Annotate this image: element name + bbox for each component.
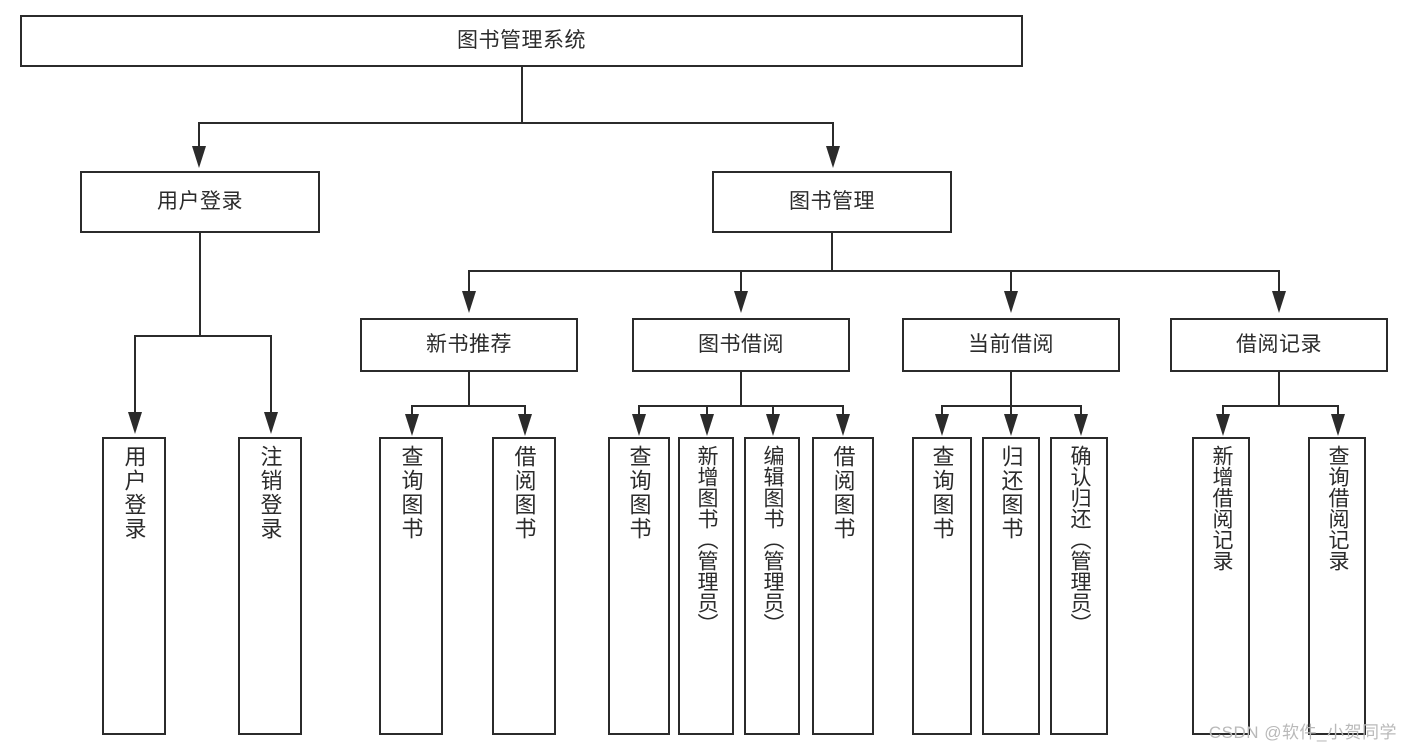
node-leaf-confirm-return[interactable]: 确认归还（管理员）: [1050, 437, 1108, 735]
node-leaf-query-book-3-label: 查询图书: [929, 445, 955, 541]
node-leaf-query-book-2[interactable]: 查询图书: [608, 437, 670, 735]
node-borrow-record[interactable]: 借阅记录: [1170, 318, 1388, 372]
arrowhead-leaf-borrow-book-2: [836, 414, 850, 436]
connector-root-stem: [521, 67, 523, 123]
arrowhead-user-login: [192, 146, 206, 168]
connector-borrow-leaf4: [842, 405, 844, 415]
node-new-book-recommend[interactable]: 新书推荐: [360, 318, 578, 372]
node-current-borrow[interactable]: 当前借阅: [902, 318, 1120, 372]
connector-borrow-leaf1: [638, 405, 640, 415]
node-current-borrow-label: 当前借阅: [968, 332, 1054, 356]
node-new-book-recommend-label: 新书推荐: [426, 332, 512, 356]
node-leaf-query-record-label: 查询借阅记录: [1326, 445, 1350, 571]
connector-book-manage-bar: [468, 270, 1280, 272]
connector-bm-to-current: [1010, 270, 1012, 292]
node-leaf-edit-book[interactable]: 编辑图书（管理员）: [744, 437, 800, 735]
node-leaf-borrow-book-1-label: 借阅图书: [511, 445, 537, 541]
connector-current-leaf1: [941, 405, 943, 415]
node-book-borrow-label: 图书借阅: [698, 332, 784, 356]
node-book-borrow[interactable]: 图书借阅: [632, 318, 850, 372]
connector-recommend-leaf1: [411, 405, 413, 415]
arrowhead-book-manage: [826, 146, 840, 168]
node-leaf-confirm-return-label: 确认归还（管理员）: [1068, 445, 1092, 634]
arrowhead-current-borrow: [1004, 291, 1018, 313]
node-borrow-record-label: 借阅记录: [1236, 332, 1322, 356]
node-leaf-user-logout[interactable]: 注销登录: [238, 437, 302, 735]
connector-recommend-leaf2: [524, 405, 526, 415]
arrowhead-leaf-user-login: [128, 412, 142, 434]
connector-record-stem: [1278, 372, 1280, 406]
connector-current-leaf2: [1010, 405, 1012, 415]
arrowhead-leaf-add-record: [1216, 414, 1230, 436]
node-leaf-borrow-book-2-label: 借阅图书: [830, 445, 856, 541]
connector-borrow-bar: [638, 405, 844, 407]
connector-bm-to-recommend: [468, 270, 470, 292]
node-leaf-add-book-label: 新增图书（管理员）: [695, 445, 719, 634]
connector-bm-to-borrow: [740, 270, 742, 292]
arrowhead-leaf-query-book-2: [632, 414, 646, 436]
node-leaf-user-logout-label: 注销登录: [257, 445, 283, 541]
arrowhead-book-borrow: [734, 291, 748, 313]
node-leaf-return-book-label: 归还图书: [998, 445, 1024, 541]
node-root-system[interactable]: 图书管理系统: [20, 15, 1023, 67]
connector-user-login-stem: [199, 233, 201, 336]
node-book-manage[interactable]: 图书管理: [712, 171, 952, 233]
connector-borrow-leaf2: [706, 405, 708, 415]
node-leaf-return-book[interactable]: 归还图书: [982, 437, 1040, 735]
node-leaf-add-book[interactable]: 新增图书（管理员）: [678, 437, 734, 735]
node-leaf-query-book-1[interactable]: 查询图书: [379, 437, 443, 735]
arrowhead-leaf-return-book: [1004, 414, 1018, 436]
node-leaf-query-record[interactable]: 查询借阅记录: [1308, 437, 1366, 735]
node-leaf-query-book-3[interactable]: 查询图书: [912, 437, 972, 735]
connector-user-login-leaf1: [134, 335, 136, 413]
connector-recommend-stem: [468, 372, 470, 406]
node-user-login-label: 用户登录: [157, 189, 243, 213]
arrowhead-leaf-user-logout: [264, 412, 278, 434]
arrowhead-borrow-record: [1272, 291, 1286, 313]
node-leaf-user-login-label: 用户登录: [121, 445, 147, 541]
arrowhead-leaf-query-book-3: [935, 414, 949, 436]
connector-user-login-bar: [134, 335, 271, 337]
node-leaf-add-record[interactable]: 新增借阅记录: [1192, 437, 1250, 735]
node-leaf-borrow-book-2[interactable]: 借阅图书: [812, 437, 874, 735]
node-book-manage-label: 图书管理: [789, 189, 875, 213]
connector-recommend-bar: [411, 405, 526, 407]
arrowhead-leaf-edit-book: [766, 414, 780, 436]
node-root-system-label: 图书管理系统: [457, 28, 586, 52]
connector-user-login-leaf2: [270, 335, 272, 413]
node-user-login[interactable]: 用户登录: [80, 171, 320, 233]
connector-root-bar: [198, 122, 834, 124]
connector-record-leaf1: [1222, 405, 1224, 415]
connector-current-leaf3: [1080, 405, 1082, 415]
connector-root-to-user-login: [198, 122, 200, 148]
connector-record-bar: [1222, 405, 1339, 407]
arrowhead-leaf-borrow-book-1: [518, 414, 532, 436]
node-leaf-user-login[interactable]: 用户登录: [102, 437, 166, 735]
arrowhead-leaf-confirm-return: [1074, 414, 1088, 436]
arrowhead-leaf-query-book-1: [405, 414, 419, 436]
csdn-watermark: CSDN @软件_小贺同学: [1208, 723, 1397, 742]
connector-record-leaf2: [1337, 405, 1339, 415]
arrowhead-leaf-add-book: [700, 414, 714, 436]
connector-book-manage-stem: [831, 233, 833, 271]
node-leaf-edit-book-label: 编辑图书（管理员）: [761, 445, 785, 634]
arrowhead-new-book-recommend: [462, 291, 476, 313]
connector-borrow-leaf3: [772, 405, 774, 415]
connector-current-stem: [1010, 372, 1012, 406]
connector-borrow-stem: [740, 372, 742, 406]
node-leaf-query-book-2-label: 查询图书: [626, 445, 652, 541]
node-leaf-add-record-label: 新增借阅记录: [1210, 445, 1234, 571]
connector-root-to-book-manage: [832, 122, 834, 148]
connector-bm-to-record: [1278, 270, 1280, 292]
node-leaf-borrow-book-1[interactable]: 借阅图书: [492, 437, 556, 735]
node-leaf-query-book-1-label: 查询图书: [398, 445, 424, 541]
arrowhead-leaf-query-record: [1331, 414, 1345, 436]
